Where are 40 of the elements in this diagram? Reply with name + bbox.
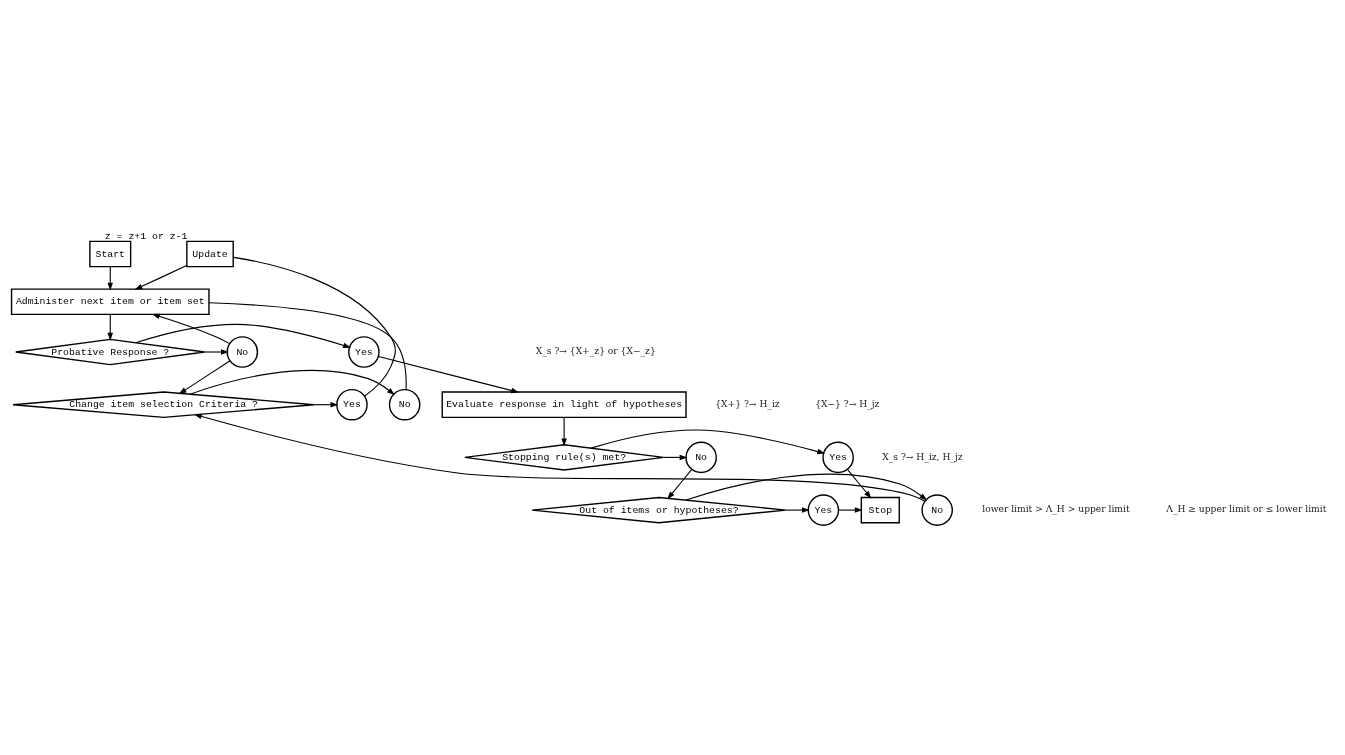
arrow	[662, 454, 688, 460]
arrow	[685, 473, 928, 501]
node-circle: Yes	[336, 388, 368, 420]
arrow	[151, 313, 231, 344]
label: {X+} ?→ H_iz	[715, 398, 780, 409]
arrow	[193, 413, 926, 502]
arrow	[204, 348, 229, 355]
node-box: Administer next item or item set	[10, 287, 210, 315]
arrow	[178, 359, 231, 394]
arrow	[135, 323, 351, 348]
node-circle: Yes	[807, 493, 840, 526]
label: X_s ?→ {X+_z} or {X−_z}	[535, 345, 656, 356]
node-box: Start	[89, 240, 132, 267]
connector	[232, 256, 396, 397]
node-circle: Yes	[822, 441, 854, 473]
arrow	[107, 313, 113, 341]
node-circle: No	[226, 335, 259, 368]
arrow	[785, 506, 810, 513]
node-circle: No	[685, 441, 717, 473]
arrow	[837, 506, 863, 513]
label: {X−} ?→ H_jz	[815, 398, 880, 409]
arrow	[561, 416, 567, 446]
arrow	[846, 468, 872, 499]
label: lower limit > Λ_H > upper limit	[982, 503, 1130, 514]
arrow	[667, 468, 693, 499]
node-box: Stop	[860, 496, 900, 523]
label: X_s ?→ H_iz, H_jz	[882, 451, 963, 462]
node-box: Evaluate response in light of hypotheses	[441, 390, 687, 418]
node-circle: Yes	[348, 335, 380, 368]
arrow	[134, 264, 188, 290]
arrow	[590, 428, 826, 454]
connector	[208, 301, 407, 390]
node-box: Update	[186, 240, 234, 267]
label: Λ_H ≥ upper limit or ≤ lower limit	[1166, 503, 1327, 514]
node-diamond: Probative Response ?	[15, 338, 206, 365]
node-label: z = z+1 or z-1	[104, 230, 188, 242]
node-diamond: Out of items or hypotheses?	[531, 496, 787, 523]
node-diamond: Stopping rule(s) met?	[464, 443, 665, 471]
arrow	[189, 369, 395, 395]
arrow	[378, 355, 520, 393]
